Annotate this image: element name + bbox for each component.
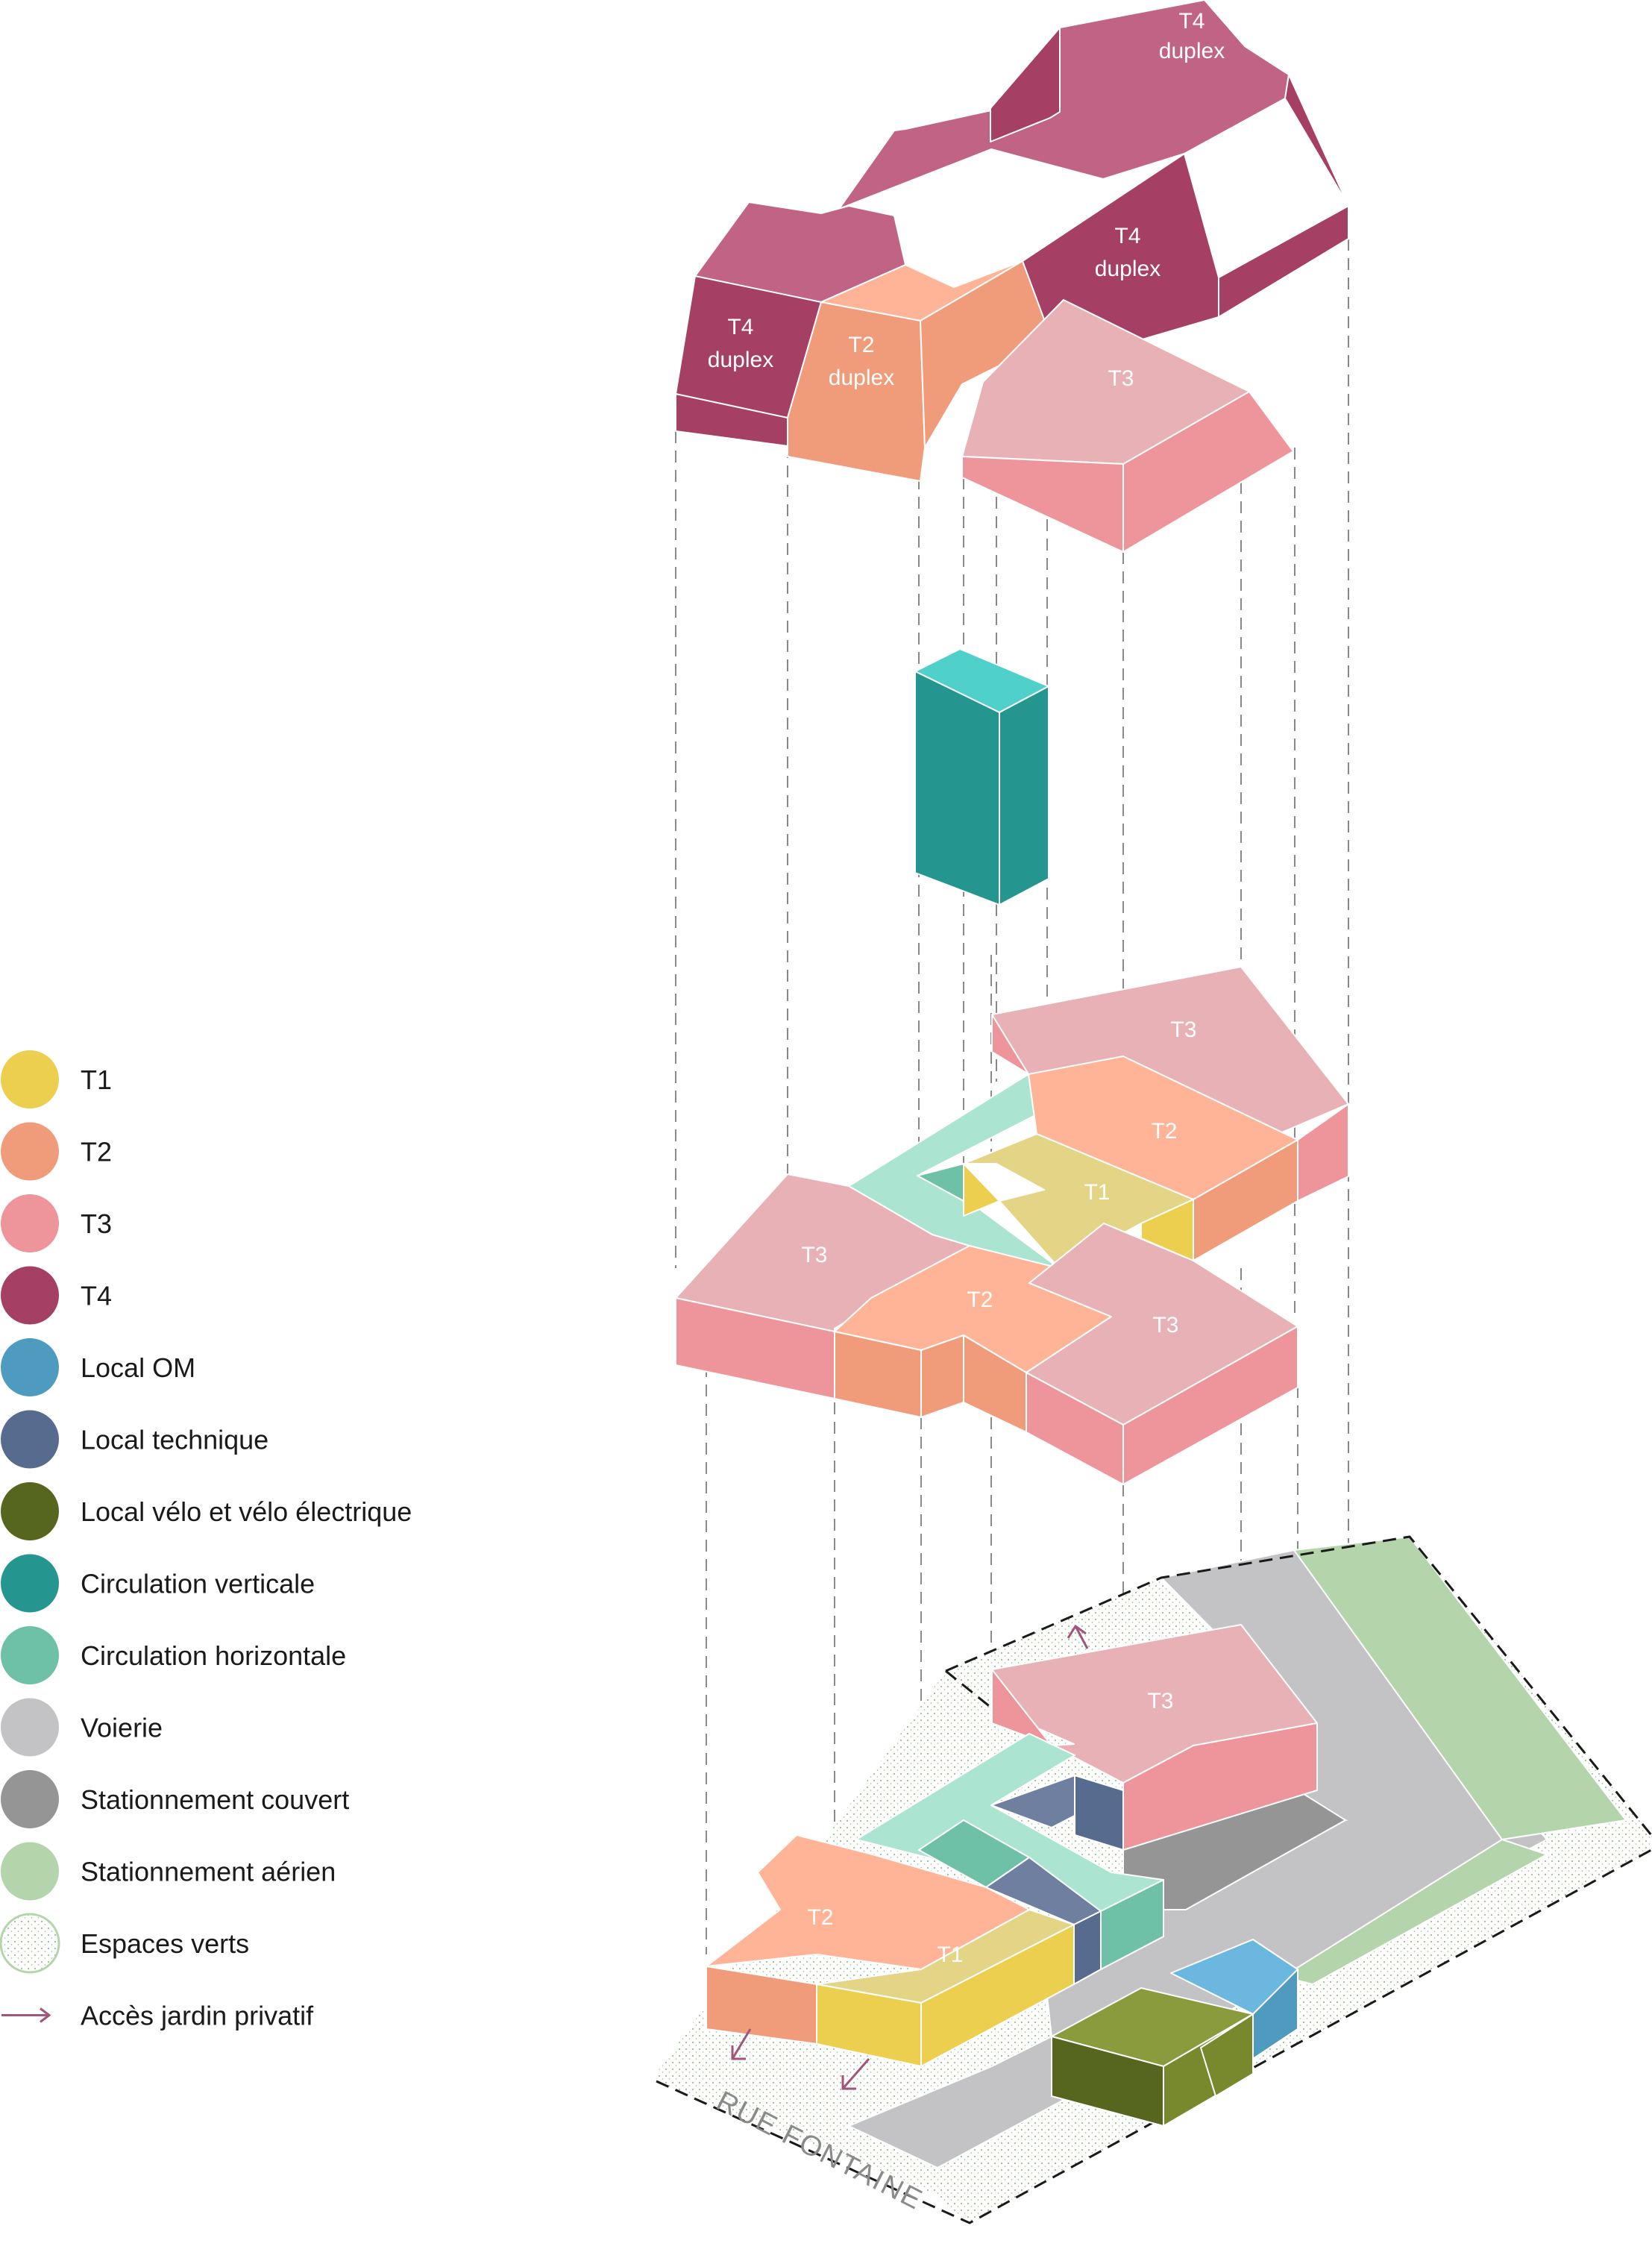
legend-item-T3: T3 [1, 1194, 112, 1252]
swatch-circle-icon [1, 1410, 59, 1469]
label-t3-top: T3 [1108, 366, 1134, 391]
swatch-circle-icon [1, 1842, 59, 1901]
legend-label: Stationnement aérien [81, 1857, 336, 1887]
label-t2-front: T2 [967, 1288, 993, 1312]
swatch-circle-icon [1, 1050, 59, 1108]
legend-label: T1 [81, 1064, 112, 1095]
label-t2-ground: T2 [807, 1905, 833, 1930]
legend-item-circulation-horizontale: Circulation horizontale [1, 1626, 346, 1684]
legend-label: Stationnement couvert [81, 1784, 349, 1815]
legend-label: Local vélo et vélo électrique [81, 1496, 412, 1527]
legend-item-local-om: Local OM [1, 1338, 195, 1396]
swatch-circle-icon [1, 1554, 59, 1613]
legend-label: Local technique [81, 1425, 268, 1455]
swatch-circle-icon [1, 1626, 59, 1684]
legend-item-espaces-verts: Espaces verts [0, 1913, 249, 1974]
legend-label: Voierie [81, 1713, 163, 1743]
label-t3-back: T3 [1170, 1017, 1196, 1042]
label-t1-ground: T1 [937, 1942, 963, 1967]
swatch-circle-icon [1, 1770, 59, 1828]
garden-access-arrow-icon [1, 2007, 51, 2023]
legend-label: Circulation verticale [81, 1569, 315, 1599]
vertical-circulation-core [914, 648, 1049, 906]
swatch-circle-icon [1, 1122, 59, 1181]
legend-label: Local OM [81, 1352, 195, 1383]
label-t3-left: T3 [801, 1243, 827, 1267]
legend-item-local-technique: Local technique [1, 1410, 268, 1469]
swatch-circle-icon [1, 1266, 59, 1325]
legend-label: T2 [81, 1137, 112, 1167]
legend-item-T2: T2 [1, 1122, 112, 1181]
label-t3-right: T3 [1152, 1313, 1178, 1338]
legend-item-local-velo: Local vélo et vélo électrique [1, 1482, 412, 1540]
garden-access-arrow-icon [731, 1624, 1089, 2090]
legend-label: T3 [81, 1208, 112, 1239]
level-middle: T3 T2 T1 T3 T2 T3 [675, 966, 1349, 1485]
legend-item-stationnement-couvert: Stationnement couvert [1, 1770, 349, 1828]
swatch-circle-icon [1, 1194, 59, 1252]
label-t1-middle: T1 [1084, 1180, 1110, 1205]
label-t2-back: T2 [1151, 1119, 1177, 1144]
label-t3-ground: T3 [1147, 1689, 1173, 1713]
legend-item-voierie: Voierie [1, 1698, 163, 1757]
legend-label: T4 [81, 1281, 112, 1311]
swatch-circle-icon [1, 1698, 59, 1757]
level-ground: T3 T2 T1 RUE FONTAINE [656, 1535, 1652, 2224]
legend-item-acces-jardin: Accès jardin privatif [1, 2001, 314, 2031]
swatch-circle-icon [1, 1482, 59, 1540]
legend-item-circulation-verticale: Circulation verticale [1, 1554, 315, 1613]
legend-item-T1: T1 [1, 1050, 112, 1108]
swatch-circle-icon [1, 1338, 59, 1396]
legend-item-stationnement-aerien: Stationnement aérien [1, 1842, 336, 1901]
legend-label: Espaces verts [81, 1928, 249, 1959]
legend-label: Accès jardin privatif [81, 2001, 314, 2031]
legend-item-T4: T4 [1, 1266, 112, 1325]
swatch-circle-icon [0, 1913, 60, 1974]
legend-label: Circulation horizontale [81, 1640, 346, 1671]
